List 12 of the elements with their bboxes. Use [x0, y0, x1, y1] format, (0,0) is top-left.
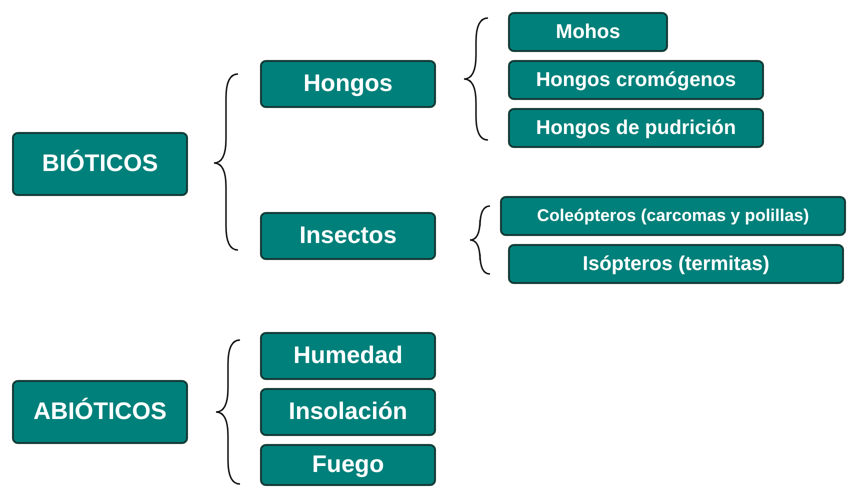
category-box: Hongos de pudrición	[508, 108, 764, 148]
category-box: Mohos	[508, 12, 668, 52]
category-box: Coleópteros (carcomas y polillas)	[500, 196, 846, 236]
category-box: ABIÓTICOS	[12, 380, 188, 444]
category-box: Insolación	[260, 388, 436, 436]
category-box: Insectos	[260, 212, 436, 260]
category-box: Hongos	[260, 60, 436, 108]
category-box: Hongos cromógenos	[508, 60, 764, 100]
category-box: BIÓTICOS	[12, 132, 188, 196]
category-box: Isópteros (termitas)	[508, 244, 844, 284]
category-box: Fuego	[260, 444, 436, 486]
category-box: Humedad	[260, 332, 436, 380]
